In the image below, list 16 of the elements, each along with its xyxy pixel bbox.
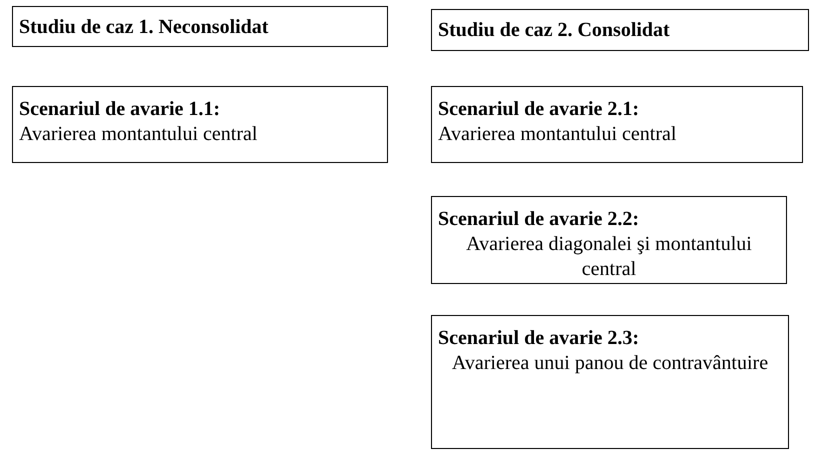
- box-heading: Scenariul de avarie 2.1:: [438, 97, 640, 122]
- box-heading: Scenariul de avarie 2.2:: [438, 207, 640, 232]
- box-heading: Scenariul de avarie 2.3:: [438, 326, 640, 351]
- box-heading: Studiu de caz 2. Consolidat: [438, 18, 671, 43]
- box-text: Avarierea diagonalei şi montantului central: [465, 232, 753, 282]
- box-text: Avarierea montantului central: [19, 122, 258, 147]
- scenario-box: [12, 86, 388, 163]
- box-text: Avarierea unui panou de contravântuire: [450, 351, 770, 376]
- box-heading: Scenariul de avarie 1.1:: [19, 97, 222, 122]
- scenario-box: [431, 86, 803, 163]
- box-heading: Studiu de caz 1. Neconsolidat: [19, 15, 270, 40]
- case-study-box: [431, 9, 809, 51]
- box-text: Avarierea montantului central: [438, 122, 678, 147]
- case-study-box: [12, 6, 388, 47]
- scenario-box: [431, 196, 787, 284]
- scenario-box: [431, 315, 789, 449]
